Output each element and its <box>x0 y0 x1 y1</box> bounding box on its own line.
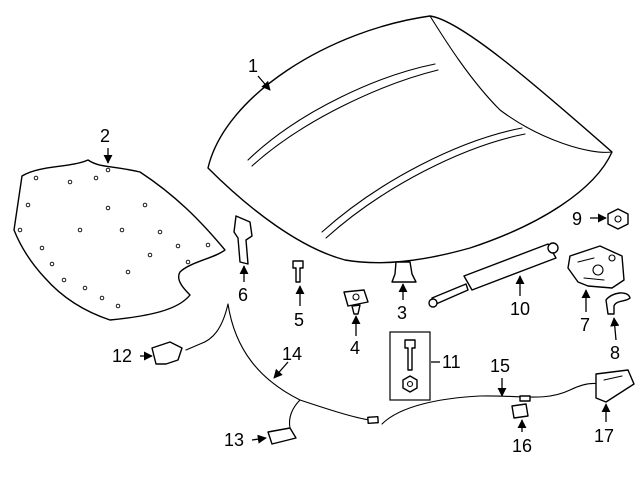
release-handle[interactable] <box>151 341 183 365</box>
hood-insulator[interactable] <box>13 159 226 321</box>
callout-7: 7 <box>580 315 590 335</box>
callout-12: 12 <box>112 346 132 366</box>
callout-1: 1 <box>248 56 258 76</box>
cable-clip[interactable] <box>511 403 529 419</box>
leader-lines <box>103 75 620 444</box>
callout-labels: 1 2 3 4 5 6 7 8 9 10 11 12 13 14 15 16 1… <box>100 56 620 456</box>
callout-14: 14 <box>282 344 302 364</box>
callout-9: 9 <box>572 209 582 229</box>
secondary-latch[interactable] <box>595 369 635 403</box>
cable-bracket[interactable] <box>267 427 297 445</box>
callout-13: 13 <box>224 430 244 450</box>
release-cable-rear[interactable] <box>381 382 601 425</box>
lift-support[interactable] <box>428 242 559 308</box>
callout-6: 6 <box>238 285 248 305</box>
callout-11: 11 <box>442 352 461 372</box>
callout-10: 10 <box>510 299 530 319</box>
callout-3: 3 <box>397 303 407 323</box>
hood-panel[interactable] <box>207 15 613 264</box>
insulator-clips <box>17 167 211 309</box>
callout-5: 5 <box>294 310 304 330</box>
bolt-nut-kit[interactable] <box>389 331 431 401</box>
hood-striker[interactable] <box>343 289 369 315</box>
release-cable-front[interactable] <box>185 303 379 429</box>
hood-hinge[interactable] <box>233 215 253 265</box>
callout-15: 15 <box>490 356 510 376</box>
callout-8: 8 <box>610 343 620 363</box>
callout-2: 2 <box>100 126 110 146</box>
release-cable-clip[interactable] <box>605 292 631 315</box>
callout-16: 16 <box>512 436 532 456</box>
callout-4: 4 <box>350 338 360 358</box>
hood-latch[interactable] <box>567 245 625 289</box>
callout-17: 17 <box>594 426 614 446</box>
nut[interactable] <box>607 208 629 230</box>
hood-bumper[interactable] <box>391 261 417 283</box>
stud[interactable] <box>292 260 304 283</box>
